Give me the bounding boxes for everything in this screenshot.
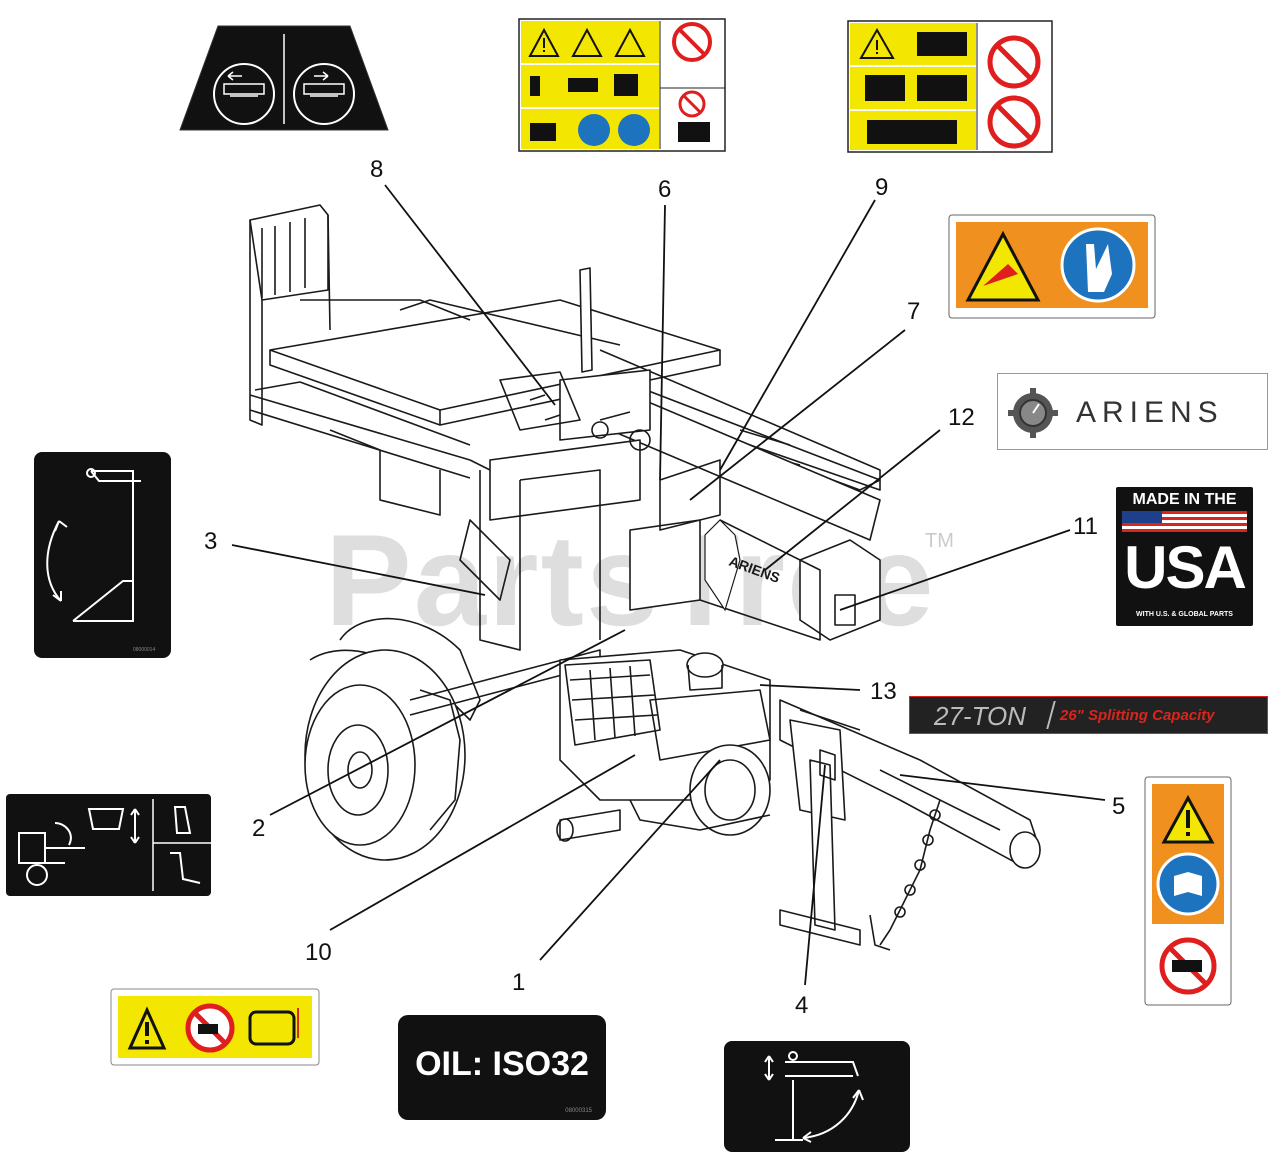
decal-jack-stand [724, 1041, 910, 1152]
decal-safety-warnings-2 [847, 20, 1053, 153]
usa-line2: USA [1124, 534, 1247, 601]
decal-safety-warnings-1 [518, 18, 726, 152]
decal-fuel-warning [110, 988, 320, 1066]
callout-8: 8 [370, 156, 384, 183]
callout-11: 11 [1073, 513, 1098, 540]
ton-value: 27-TON [934, 701, 1026, 731]
decal-ariens-logo: ARIENS [997, 373, 1268, 450]
ariens-text: ARIENS [1076, 396, 1224, 429]
oil-text: OIL: ISO32 [415, 1045, 589, 1083]
usa-line3: WITH U.S. & GLOBAL PARTS [1136, 611, 1233, 618]
callout-9: 9 [875, 174, 889, 201]
us-flag-icon [1122, 511, 1247, 532]
callout-6: 6 [658, 176, 672, 203]
decal-read-manual [1144, 776, 1232, 1006]
callout-2: 2 [252, 815, 266, 842]
watermark-tm: TM [925, 530, 954, 552]
callout-10: 10 [305, 939, 332, 966]
callout-3: 3 [204, 528, 218, 555]
decal-gloves-warning [948, 214, 1156, 319]
ariens-gear-icon [1008, 388, 1058, 438]
decal-log-cradle [6, 794, 211, 896]
callout-4: 4 [795, 992, 809, 1019]
ton-capacity: 26" Splitting Capacity [1060, 707, 1215, 724]
callout-1: 1 [512, 969, 526, 996]
decal-lever-pivot: 08000014 [34, 452, 171, 658]
decal-oil-iso32: OIL: ISO32 08000315 [398, 1015, 606, 1120]
callout-5: 5 [1112, 793, 1126, 820]
decal-valve-lever [179, 25, 389, 131]
decal-27-ton: 27-TON 26" Splitting Capacity [909, 696, 1268, 734]
svg-text:08000014: 08000014 [133, 647, 155, 653]
decal-made-in-usa: MADE IN THE USA WITH U.S. & GLOBAL PARTS [1116, 487, 1253, 626]
usa-line1: MADE IN THE [1132, 491, 1237, 508]
callout-13: 13 [870, 678, 897, 705]
ton-divider [1046, 701, 1056, 729]
callout-7: 7 [907, 298, 921, 325]
callout-12: 12 [948, 404, 975, 431]
oil-code: 08000315 [565, 1108, 592, 1114]
